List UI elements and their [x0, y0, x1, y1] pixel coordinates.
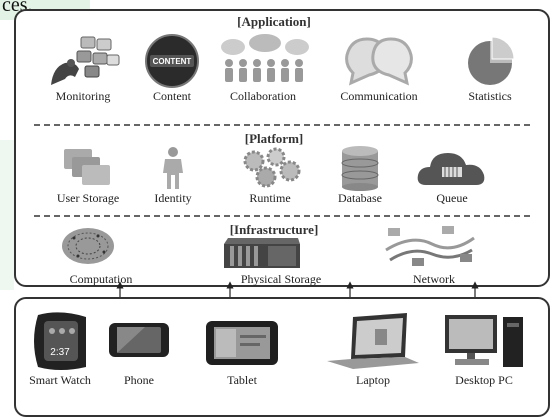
device-label: Phone [124, 373, 154, 387]
infrastructure-layer-title: [Infrastructure] [229, 222, 319, 237]
platform-item-database: Database [310, 145, 410, 206]
application-item-label: Communication [340, 89, 418, 103]
queue-icon [417, 153, 485, 185]
platform-item-user-storage: User Storage [38, 145, 138, 206]
application-item-label: Collaboration [230, 89, 296, 103]
phone-icon [109, 323, 169, 357]
infrastructure-item-physical-storage [212, 236, 312, 270]
platform-item-identity: Identity [123, 145, 223, 206]
layer-divider [34, 124, 530, 126]
platform-item-runtime: Runtime [220, 145, 320, 206]
content-icon: CONTENT [145, 34, 199, 88]
platform-item-label: Identity [154, 191, 192, 205]
infrastructure-item-label: Computation [69, 272, 133, 286]
application-item-label: Content [153, 89, 191, 103]
application-item-monitoring: Monitoring [33, 33, 133, 104]
platform-item-label: Database [338, 191, 382, 205]
identity-icon [163, 147, 183, 189]
application-item-label: Statistics [468, 89, 512, 103]
computation-icon [62, 228, 114, 264]
runtime-icon [243, 147, 301, 188]
infrastructure-item-label: Network [413, 272, 455, 286]
platform-item-label: Runtime [249, 191, 291, 205]
watermark-side-band [0, 140, 14, 290]
desktop-pc-icon [445, 315, 523, 367]
laptop-icon [327, 313, 419, 369]
platform-layer-title: [Platform] [244, 131, 304, 146]
device-laptop: Laptop [323, 311, 423, 388]
statistics-icon [468, 36, 515, 85]
device-desktop-pc: Desktop PC [434, 311, 534, 388]
application-item-content: CONTENT Content [122, 33, 222, 104]
device-smart-watch: 2:37 Smart Watch [10, 311, 110, 388]
infrastructure-item-computation [42, 224, 142, 268]
device-phone: Phone [89, 311, 189, 388]
content-badge-text: CONTENT [153, 57, 192, 66]
device-label: Smart Watch [29, 373, 91, 387]
collaboration-icon [221, 34, 309, 82]
application-item-label: Monitoring [55, 89, 111, 103]
application-layer-title: [Application] [237, 14, 311, 29]
application-item-collaboration: Collaboration [213, 33, 313, 104]
physical-storage-icon [224, 238, 300, 268]
platform-item-queue: Queue [402, 145, 502, 206]
device-label: Tablet [227, 373, 257, 387]
platform-item-label: Queue [436, 191, 468, 205]
smart-watch-icon: 2:37 [34, 312, 86, 370]
infrastructure-item-label: Physical Storage [240, 272, 322, 286]
monitoring-icon [51, 36, 120, 85]
infrastructure-item-network [380, 224, 480, 268]
communication-icon [345, 37, 413, 86]
platform-item-label: User Storage [56, 191, 120, 205]
application-item-communication: Communication [329, 33, 429, 104]
layer-divider [34, 215, 530, 217]
user-storage-icon [64, 149, 110, 185]
device-label: Laptop [356, 373, 390, 387]
network-icon [385, 226, 475, 266]
watch-time-text: 2:37 [50, 347, 70, 358]
device-label: Desktop PC [455, 373, 513, 387]
application-item-statistics: Statistics [440, 33, 540, 104]
tablet-icon [206, 321, 278, 365]
database-icon [341, 146, 379, 191]
device-tablet: Tablet [192, 311, 292, 388]
